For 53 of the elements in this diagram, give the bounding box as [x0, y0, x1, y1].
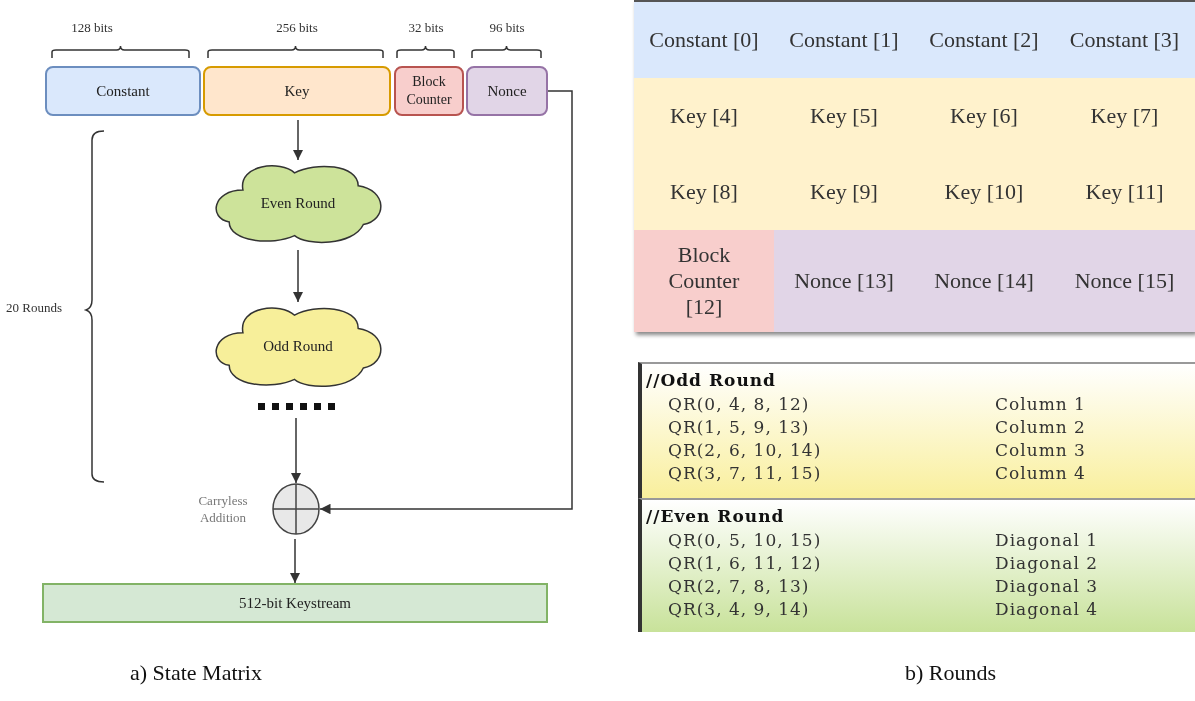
- code-line: QR(1, 6, 11, 12): [668, 553, 822, 573]
- bit-width-label: 32 bits: [408, 20, 444, 36]
- key-box: Key: [203, 66, 391, 116]
- bit-width-label: 256 bits: [276, 20, 318, 36]
- table-cell: Key [4]: [634, 78, 774, 154]
- code-comment-text: Column 2: [995, 417, 1086, 437]
- table-cell: Constant [2]: [914, 2, 1054, 78]
- arrow: [292, 249, 304, 303]
- constant-box: Constant: [45, 66, 201, 116]
- code-comment: //Odd Round: [646, 370, 776, 390]
- table-cell: Key [10]: [914, 154, 1054, 230]
- figure-caption: a) State Matrix: [130, 660, 262, 686]
- code-comment-text: Diagonal 1: [995, 530, 1099, 550]
- arrow: [289, 538, 301, 584]
- code-comment-text: Diagonal 4: [995, 599, 1099, 619]
- nonce-box: Nonce: [466, 66, 548, 116]
- operation-caption: Carryless Addition: [197, 492, 249, 526]
- code-line: QR(3, 4, 9, 14): [668, 599, 810, 619]
- code-line: QR(0, 4, 8, 12): [668, 394, 810, 414]
- bit-width-label: 128 bits: [71, 20, 113, 36]
- table-cell: Constant [1]: [774, 2, 914, 78]
- code-line: QR(3, 7, 11, 15): [668, 463, 822, 483]
- table-cell: Constant [0]: [634, 2, 774, 78]
- code-comment-text: Column 1: [995, 394, 1086, 414]
- keystream-box: 512-bit Keystream: [42, 583, 548, 623]
- round-count-label: 20 Rounds: [6, 300, 62, 316]
- code-line: QR(2, 7, 8, 13): [668, 576, 810, 596]
- table-cell: Nonce [13]: [774, 230, 914, 332]
- table-cell: Block Counter [12]: [634, 230, 774, 332]
- table-cell: Key [6]: [914, 78, 1054, 154]
- code-line: QR(0, 5, 10, 15): [668, 530, 822, 550]
- xor-circle: [272, 483, 320, 535]
- table-cell: Constant [3]: [1054, 2, 1195, 78]
- block-counter-box: Block Counter: [394, 66, 464, 116]
- code-line: QR(1, 5, 9, 13): [668, 417, 810, 437]
- figure-caption: b) Rounds: [905, 660, 997, 686]
- code-comment-text: Column 3: [995, 440, 1086, 460]
- table-cell: Key [7]: [1054, 78, 1195, 154]
- code-comment-text: Diagonal 3: [995, 576, 1099, 596]
- arrow: [290, 417, 302, 484]
- table-cell: Nonce [14]: [914, 230, 1054, 332]
- table-cell: Key [5]: [774, 78, 914, 154]
- code-comment-text: Column 4: [995, 463, 1086, 483]
- code-comment-text: Diagonal 2: [995, 553, 1099, 573]
- table-cell: Key [8]: [634, 154, 774, 230]
- table-cell: Nonce [15]: [1054, 230, 1195, 332]
- arrow: [292, 119, 304, 161]
- code-line: QR(2, 6, 10, 14): [668, 440, 822, 460]
- arrow: [319, 90, 573, 515]
- bit-width-label: 96 bits: [489, 20, 525, 36]
- table-cell: Key [11]: [1054, 154, 1195, 230]
- code-comment: //Even Round: [646, 506, 785, 526]
- table-cell: Key [9]: [774, 154, 914, 230]
